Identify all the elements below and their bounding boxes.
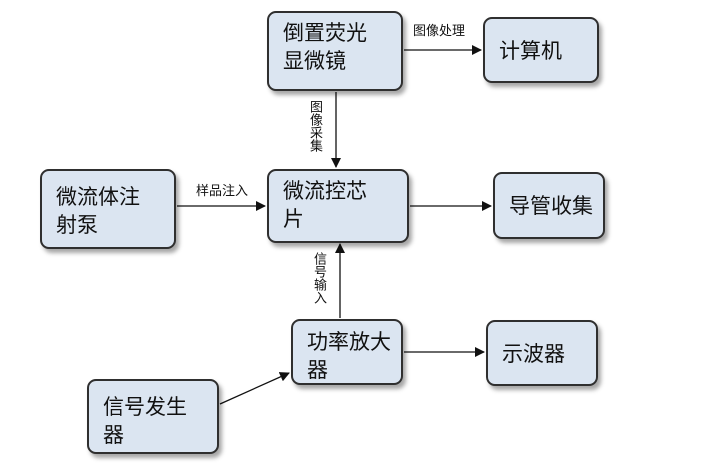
label-sample-injection: 样品注入 — [196, 184, 249, 199]
node-collect: 导管收集 — [493, 172, 605, 239]
node-computer: 计算机 — [483, 17, 599, 83]
node-chip: 微流控芯 片 — [267, 169, 409, 243]
node-pump: 微流体注 射泵 — [40, 169, 176, 249]
label-image-capture: 图像采集 — [307, 100, 322, 152]
label-signal-input: 信号输入 — [311, 252, 326, 304]
node-oscilloscope: 示波器 — [486, 320, 598, 386]
label-image-processing: 图像处理 — [413, 24, 466, 39]
node-generator: 信号发生 器 — [87, 379, 219, 454]
arrow-generator-to-amplifier — [219, 372, 290, 405]
node-microscope: 倒置荧光 显微镜 — [267, 11, 403, 91]
node-amplifier: 功率放大 器 — [291, 319, 403, 385]
